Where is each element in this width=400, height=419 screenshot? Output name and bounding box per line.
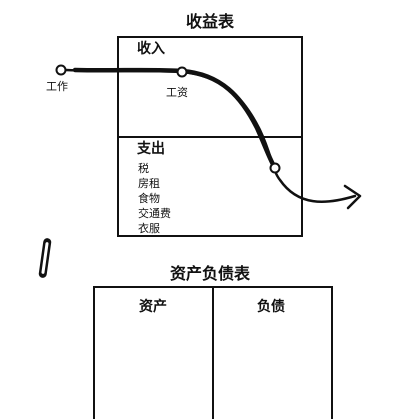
- income-label: 收入: [137, 41, 165, 57]
- work-node: [55, 64, 67, 76]
- expense-item-food: 食物: [138, 192, 160, 205]
- work-label: 工作: [46, 80, 68, 93]
- assets-label: 资产: [139, 299, 167, 315]
- income-statement-title: 收益表: [186, 12, 235, 31]
- balance-sheet-title: 资产负债表: [170, 264, 251, 283]
- page-break-mark: [38, 238, 52, 278]
- expense-item-tax: 税: [138, 162, 149, 175]
- arrow-head: [343, 184, 362, 210]
- expense-item-clothing: 衣服: [138, 222, 160, 235]
- expense-item-transport: 交通费: [138, 207, 171, 220]
- salary-label: 工资: [166, 86, 188, 99]
- liabilities-label: 负债: [257, 299, 285, 315]
- salary-node: [176, 66, 188, 78]
- cash-flow-curve-thick: [72, 67, 278, 171]
- expense-label: 支出: [137, 141, 165, 157]
- cash-flow-curve: [64, 68, 357, 203]
- expense-node: [269, 162, 281, 174]
- expense-item-rent: 房租: [138, 177, 160, 190]
- expense-list: 税 房租 食物 交通费 衣服: [138, 161, 171, 236]
